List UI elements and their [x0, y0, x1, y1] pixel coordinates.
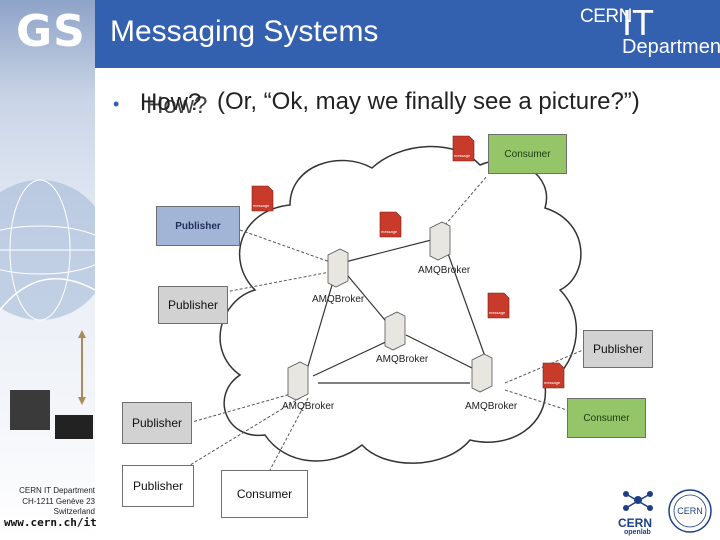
openlab-logo-text: CERN	[618, 516, 653, 530]
gs-logo: GS	[16, 6, 86, 57]
consumer-box: Consumer	[567, 398, 646, 438]
cern-logo-text: CERN	[580, 6, 632, 27]
publisher-box: Publisher	[122, 465, 194, 507]
message-label: message	[381, 229, 398, 234]
how-text: How?	[140, 89, 202, 116]
footer-department: CERN IT Department	[19, 486, 95, 495]
message-label: message	[454, 153, 471, 158]
message-label: message	[489, 310, 506, 315]
broker-icons	[287, 221, 493, 401]
slide-title: Messaging Systems	[110, 15, 379, 48]
cern-logo-it: IT	[622, 2, 654, 43]
consumer-box: Consumer	[488, 134, 567, 174]
message-icons	[251, 135, 565, 389]
slide-subtitle: (Or, “Ok, may we finally see a picture?”…	[217, 88, 640, 115]
footer-country: Switzerland	[53, 507, 95, 516]
footer-url: www.cern.ch/it	[4, 516, 97, 529]
broker-label: AMQBroker	[465, 401, 518, 412]
message-label: message	[544, 380, 561, 385]
openlab-icon	[623, 491, 653, 511]
openlab-logo-sub: openlab	[624, 529, 651, 536]
message-label: message	[253, 203, 270, 208]
broker-label: AMQBroker	[282, 401, 335, 412]
how-text-overlap: How?	[146, 92, 208, 119]
header-bar	[0, 0, 720, 68]
cern-logo-department: Department	[622, 36, 720, 58]
broker-label: AMQBroker	[418, 265, 471, 276]
publisher-box: Publisher	[156, 206, 240, 246]
cern-badge-icon: CERN	[668, 489, 712, 533]
globe-artwork	[0, 179, 95, 439]
broker-label: AMQBroker	[376, 354, 429, 365]
publisher-box: Publisher	[122, 402, 192, 444]
publisher-box: Publisher	[158, 286, 228, 324]
client-links	[181, 175, 584, 471]
bullet-marker: •	[113, 94, 120, 114]
broker-label: AMQBroker	[312, 294, 365, 305]
cern-badge-label: CERN	[677, 506, 703, 516]
consumer-box: Consumer	[221, 470, 308, 518]
footer-address: CH-1211 Genève 23	[22, 497, 95, 506]
cloud-shape	[219, 145, 582, 464]
broker-links	[305, 236, 488, 384]
publisher-box: Publisher	[583, 330, 653, 368]
